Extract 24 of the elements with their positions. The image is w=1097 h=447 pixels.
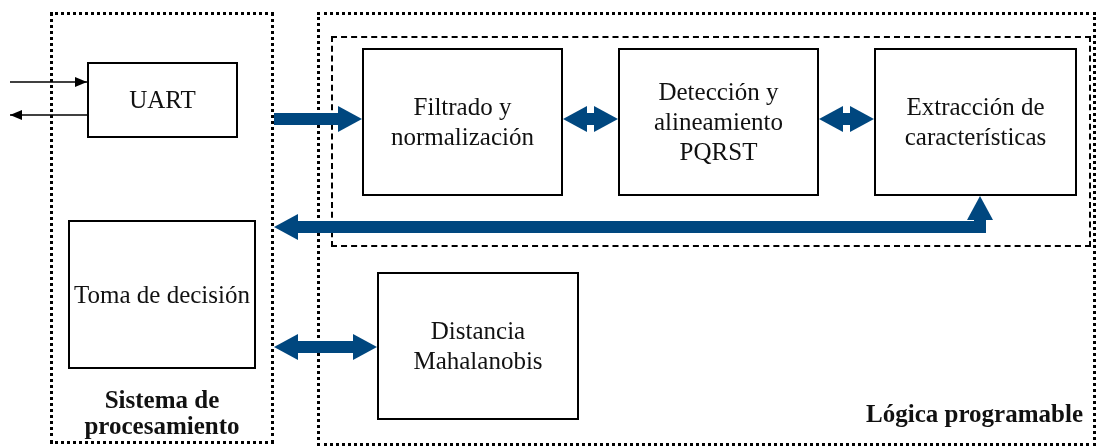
- process-box: [87, 62, 238, 138]
- signal-arrow: [9, 77, 88, 87]
- box-label: Extracción de características: [903, 92, 1048, 152]
- box-label: Filtrado y normalización: [390, 92, 535, 152]
- box-label: UART: [128, 85, 197, 115]
- region-title: Lógica programable: [866, 400, 1083, 427]
- bus-arrow: [274, 334, 377, 360]
- region-frame: [50, 12, 274, 444]
- box-label: Distancia Mahalanobis: [412, 316, 544, 376]
- box-label: Detección y alineamiento PQRST: [652, 77, 785, 167]
- bus-arrow: [819, 106, 874, 132]
- bus-arrow: [274, 106, 362, 132]
- region-frame: [317, 12, 1096, 446]
- group-frame: [331, 36, 1091, 247]
- signal-arrow: [9, 110, 88, 120]
- bus-arrow: [274, 196, 993, 240]
- process-box: [362, 48, 563, 196]
- process-box: [377, 272, 579, 420]
- process-box: [618, 48, 819, 196]
- bus-arrow: [563, 106, 618, 132]
- process-box: [68, 220, 256, 369]
- process-box: [874, 48, 1077, 196]
- box-label: Toma de decisión: [73, 279, 251, 310]
- region-title: Sistema de procesamiento: [83, 386, 241, 439]
